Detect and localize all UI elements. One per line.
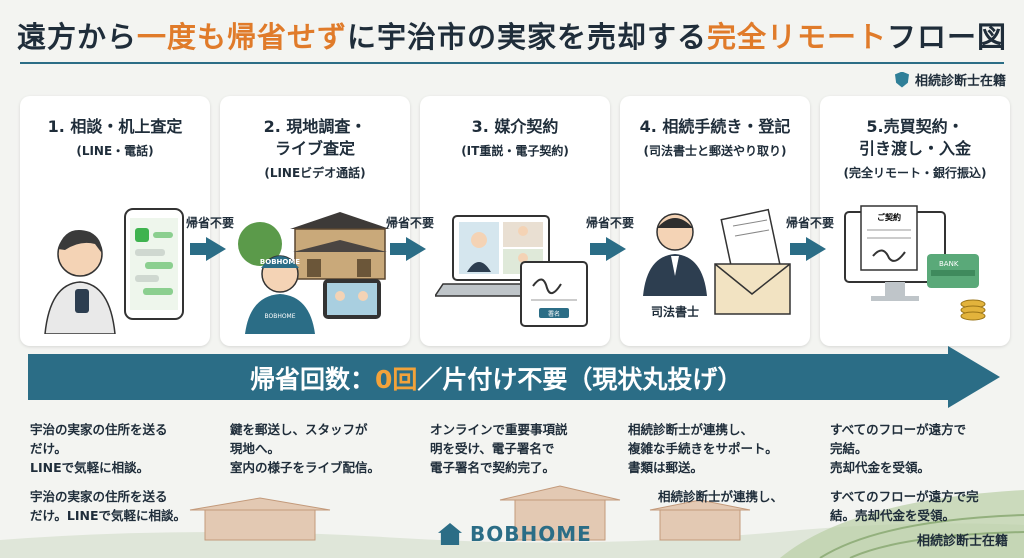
shield-icon <box>894 71 909 88</box>
step-title: 4. 相続手続き・登記 <box>639 117 791 136</box>
step-subtitle: (LINEビデオ通話) <box>264 166 366 180</box>
step-title: 2. 現地調査・ ライブ査定 <box>263 117 367 158</box>
desc-text: 宇治の実家の住所を送る だけ。LINEで気軽に相談。 <box>30 489 186 523</box>
step-card-4: 4. 相続手続き・登記 (司法書士と郵送やり取り) 司法書士 <box>620 96 810 346</box>
arrow-step4-5: 帰省不要 <box>780 214 840 265</box>
band-suffix: ／片付け不要（現状丸投げ） <box>417 365 743 394</box>
step-description-1: 宇治の実家の住所を送る だけ。 LINEで気軽に相談。 宇治の実家の住所を送る … <box>30 420 210 535</box>
step-description-4: 相続診断士が連携し、 複雑な手続きをサポート。 書類は郵送。 相続診断士が連携し… <box>628 420 808 516</box>
step-description-2: 鍵を郵送し、スタッフが 現地へ。 室内の様子をライブ配信。 <box>230 420 410 487</box>
step-subtitle: (司法書士と郵送やり取り) <box>643 144 787 158</box>
badge-label: 相続診断士在籍 <box>914 74 1006 89</box>
arrow-step1-2: 帰省不要 <box>180 214 240 265</box>
step-subtitle: (LINE・電話) <box>76 144 154 158</box>
shirt-label: BOBHOME <box>264 313 295 320</box>
house-icon <box>438 523 462 545</box>
footer-note: 相続診断士在籍 <box>916 534 1008 549</box>
payment-icon: ご契約 BANK <box>844 205 986 321</box>
band-zero: 0回 <box>375 365 418 394</box>
scrivener-label: 司法書士 <box>651 304 699 319</box>
step-title: 1. 相談・机上査定 <box>47 117 183 136</box>
right-arrow-icon <box>590 237 626 261</box>
desc-text: すべてのフローが遠方で 完結。 売却代金を受領。 <box>830 422 967 475</box>
step-title: 3. 媒介契約 <box>471 117 559 136</box>
desc-text: 相続診断士が連携し、 複雑な手続きをサポート。 書類は郵送。 <box>628 422 778 475</box>
title-divider <box>20 62 1004 64</box>
contract-label: ご契約 <box>877 212 901 222</box>
arrow-label: 帰省不要 <box>585 216 634 230</box>
site-survey-icon: BOBHOME BOBHOME <box>238 212 390 334</box>
phone-consultation-icon <box>44 208 184 334</box>
desc-text: オンラインで重要事項説 明を受け、電子署名で 電子署名で契約完了。 <box>430 422 568 475</box>
uji-scenery-illustration <box>0 485 1024 558</box>
desc-text: すべてのフローが遠方で完 結。売却代金を受領。 <box>830 489 979 523</box>
certification-badge: 相続診断士在籍 <box>894 70 1006 89</box>
summary-arrow-band: 帰省回数：0回／片付け不要（現状丸投げ） <box>28 346 1000 408</box>
step-description-5: すべてのフローが遠方で 完結。 売却代金を受領。 すべてのフローが遠方で完 結。… <box>830 420 1010 535</box>
right-arrow-icon <box>390 237 426 261</box>
sign-label: 署名 <box>548 310 560 318</box>
step-subtitle: (完全リモート・銀行振込) <box>843 166 987 180</box>
title-part3: フロー図 <box>887 20 1008 54</box>
arrow-label: 帰省不要 <box>385 216 434 230</box>
title-highlight2: 完全リモート <box>707 20 888 54</box>
step-subtitle: (IT重説・電子契約) <box>461 144 569 158</box>
step-title: 5.売買契約・ 引き渡し・入金 <box>858 117 971 158</box>
title-part1: 遠方から <box>16 20 137 54</box>
step-description-3: オンラインで重要事項説 明を受け、電子署名で 電子署名で契約完了。 <box>430 420 610 487</box>
bobhome-logo: BOBHOME <box>438 522 592 546</box>
right-arrow-icon <box>790 237 826 261</box>
title-part2: に宇治市の実家を売却する <box>346 20 707 54</box>
logo-text: BOBHOME <box>470 522 592 546</box>
arrow-step3-4: 帰省不要 <box>580 214 640 265</box>
title-highlight1: 一度も帰省せず <box>136 20 347 54</box>
step-card-1: 1. 相談・机上査定 (LINE・電話) <box>20 96 210 346</box>
band-arrow-shape <box>28 346 1000 408</box>
arrow-label: 帰省不要 <box>185 216 234 230</box>
desc-text: 相続診断士が連携し、 <box>658 489 784 504</box>
arrow-step2-3: 帰省不要 <box>380 214 440 265</box>
online-contract-icon: 署名 <box>435 215 588 327</box>
desc-text: 鍵を郵送し、スタッフが 現地へ。 室内の様子をライブ配信。 <box>230 422 381 475</box>
step-card-5: 5.売買契約・ 引き渡し・入金 (完全リモート・銀行振込) ご契約 BANK <box>820 96 1010 346</box>
hat-label: BOBHOME <box>260 258 300 266</box>
page-title: 遠方から一度も帰省せずに宇治市の実家を売却する完全リモートフロー図 <box>0 14 1024 56</box>
arrow-label: 帰省不要 <box>785 216 834 230</box>
judicial-scrivener-icon: 司法書士 <box>643 208 791 319</box>
desc-text: 宇治の実家の住所を送る だけ。 LINEで気軽に相談。 <box>30 422 168 475</box>
right-arrow-icon <box>190 237 226 261</box>
bank-label: BANK <box>939 260 959 268</box>
band-text: 帰省回数：0回／片付け不要（現状丸投げ） <box>250 360 742 396</box>
band-prefix: 帰省回数： <box>250 365 376 394</box>
step-card-2: 2. 現地調査・ ライブ査定 (LINEビデオ通話) BOBHOME BOBHO… <box>220 96 410 346</box>
step-card-3: 3. 媒介契約 (IT重説・電子契約) 署名 <box>420 96 610 346</box>
